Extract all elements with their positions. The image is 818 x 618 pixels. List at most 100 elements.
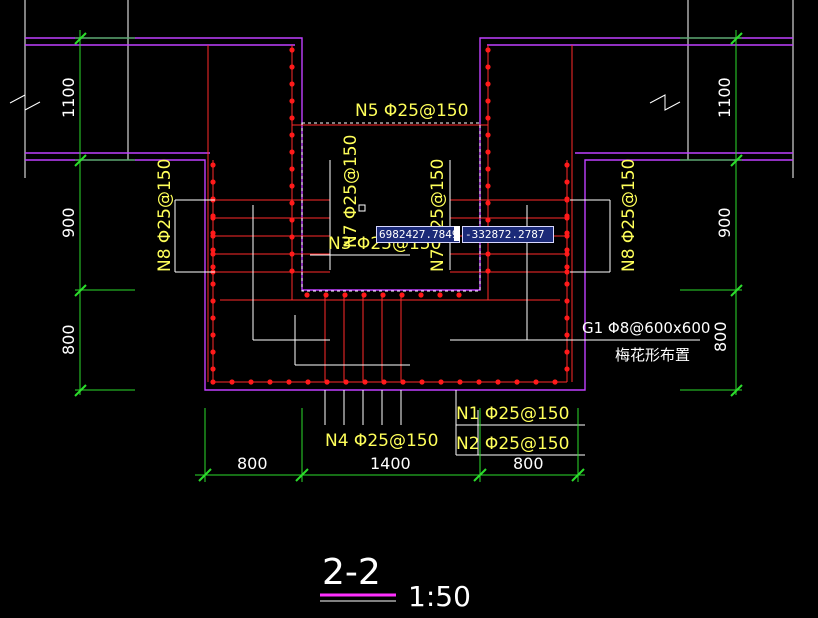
label-n7-right[interactable]: N7 Φ25@150 — [428, 159, 448, 272]
label-n8-left[interactable]: N8 Φ25@150 — [155, 159, 175, 272]
rebar-dot — [210, 264, 216, 270]
rebar-dot — [564, 264, 570, 270]
rebar-dot — [289, 115, 295, 121]
rebar-dot — [400, 379, 406, 385]
rebar-dot — [289, 217, 295, 223]
dim-right-1100: 1100 — [715, 77, 734, 118]
rebar-dot — [323, 292, 329, 298]
rebar-dot — [362, 379, 368, 385]
rebar-dot — [485, 47, 491, 53]
rebar-dot — [495, 379, 501, 385]
rebar-dot — [564, 269, 570, 275]
dim-left-800: 800 — [59, 324, 78, 355]
dim-left-900: 900 — [59, 207, 78, 238]
rebar-dot — [286, 379, 292, 385]
label-n2[interactable]: N2 Φ25@150 — [456, 434, 569, 454]
rebar-dot — [564, 251, 570, 257]
existing-walls — [9, 0, 794, 178]
leader-lines — [174, 160, 700, 456]
rebar-dot — [361, 292, 367, 298]
rebar-dot — [564, 215, 570, 221]
dim-right-800: 800 — [711, 321, 730, 352]
dim-bottom-800-left: 800 — [237, 454, 268, 473]
rebar-dot — [476, 379, 482, 385]
rebar-dot — [380, 292, 386, 298]
rebar-dot — [210, 179, 216, 185]
rebar-dot — [485, 251, 491, 257]
rebar-dot — [485, 115, 491, 121]
rebar-dot — [514, 379, 520, 385]
cursor-y-readout[interactable]: -332872.2787 — [462, 226, 554, 243]
rebar-dot — [485, 217, 491, 223]
cursor-readout-separator — [454, 226, 460, 241]
rebar-dot — [289, 47, 295, 53]
rebar-dot — [342, 292, 348, 298]
rebar-dot — [418, 292, 424, 298]
rebar-dot — [564, 298, 570, 304]
label-n5[interactable]: N5 Φ25@150 — [355, 101, 468, 121]
rebar-dot — [210, 233, 216, 239]
rebar-dot — [289, 81, 295, 87]
rebar-dot — [485, 81, 491, 87]
label-n1[interactable]: N1 Φ25@150 — [456, 404, 569, 424]
rebar-dot — [485, 166, 491, 172]
rebar-dot — [399, 292, 405, 298]
rebar-dot — [289, 200, 295, 206]
dimension-lines — [75, 30, 742, 482]
section-title: 2-2 — [322, 552, 381, 593]
label-g1[interactable]: G1 Φ8@600x600 — [582, 319, 710, 337]
dim-bottom-800-right: 800 — [513, 454, 544, 473]
cursor-x-readout[interactable]: 6982427.7849 — [376, 226, 460, 243]
label-n7-left[interactable]: N7 Φ25@150 — [341, 135, 361, 248]
rebar-dot — [289, 166, 295, 172]
rebar-dot — [564, 349, 570, 355]
rebar-dot — [289, 98, 295, 104]
rebar-dot — [229, 379, 235, 385]
rebar-dot — [485, 98, 491, 104]
rebar-dot — [564, 281, 570, 287]
rebar-dot — [289, 149, 295, 155]
rebar-dot — [456, 292, 462, 298]
rebar-dot — [210, 281, 216, 287]
dimension-ticks — [74, 32, 743, 482]
rebar-dot — [457, 379, 463, 385]
rebar-dot — [437, 292, 443, 298]
rebar-dot — [564, 366, 570, 372]
rebar-dot — [289, 183, 295, 189]
rebar-dot — [485, 200, 491, 206]
label-n4[interactable]: N4 Φ25@150 — [325, 431, 438, 451]
rebar-dot — [324, 379, 330, 385]
rebar-dot — [485, 268, 491, 274]
dim-bottom-1400: 1400 — [370, 454, 411, 473]
rebar-dot — [304, 292, 310, 298]
rebar-dot — [210, 379, 216, 385]
rebar-dot — [564, 197, 570, 203]
rebar-dot — [564, 162, 570, 168]
rebar-dot — [564, 179, 570, 185]
rebar-dot — [210, 215, 216, 221]
rebar-dot — [564, 233, 570, 239]
rebar-dot — [210, 251, 216, 257]
rebar-dot — [267, 379, 273, 385]
rebar-dot — [289, 132, 295, 138]
rebar-dot — [210, 332, 216, 338]
foundation-outline — [25, 37, 793, 391]
rebar-dot — [210, 349, 216, 355]
section-scale: 1:50 — [408, 580, 471, 613]
rebar-dot — [343, 379, 349, 385]
rebar-dot — [210, 298, 216, 304]
rebar-dot — [485, 132, 491, 138]
rebar-dot — [210, 315, 216, 321]
rebar-dot — [210, 366, 216, 372]
cursor-pickbox — [358, 204, 366, 212]
rebar-dot — [564, 315, 570, 321]
label-g1-note: 梅花形布置 — [615, 346, 690, 364]
rebar-dot — [289, 268, 295, 274]
rebar-dot — [419, 379, 425, 385]
label-n8-right[interactable]: N8 Φ25@150 — [619, 159, 639, 272]
rebar-dot — [485, 183, 491, 189]
selection-box[interactable] — [301, 122, 481, 292]
rebar-dot — [210, 162, 216, 168]
